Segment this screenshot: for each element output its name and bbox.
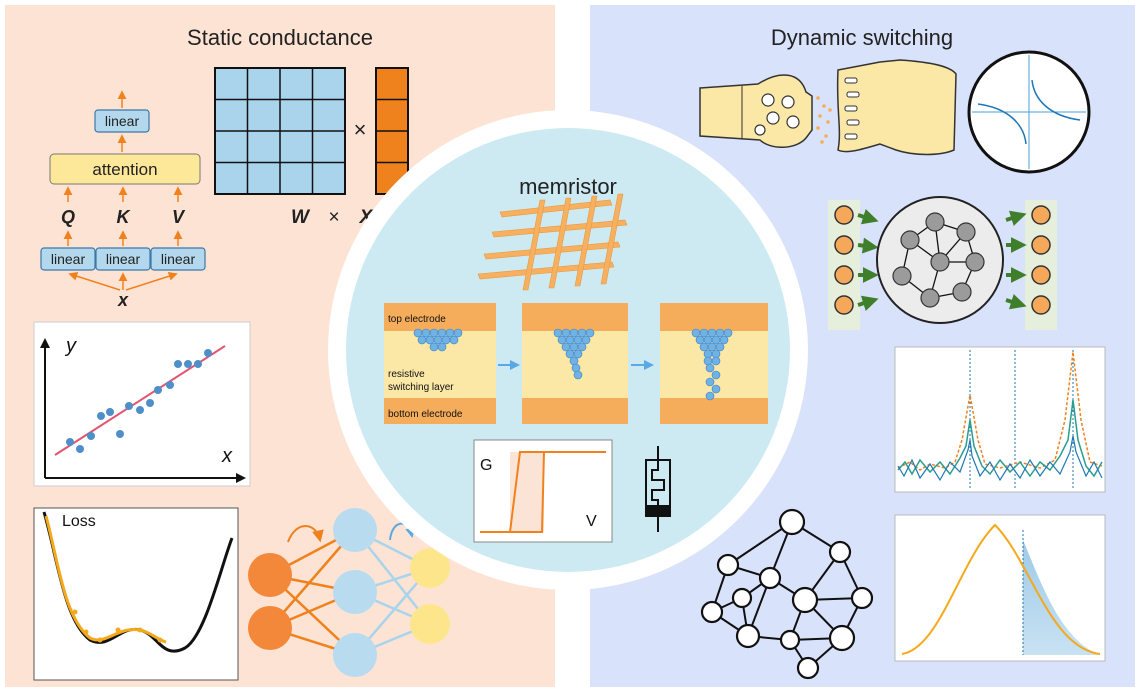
switching-label-2: switching layer (388, 382, 454, 393)
regression-plot: y x (33, 321, 251, 487)
linear-k-box (95, 247, 151, 271)
iv-hysteresis-plot: G V (473, 439, 613, 543)
device-stack-1: top electrode resistive switching layer … (384, 303, 496, 424)
synapse-illustration (699, 59, 957, 156)
input-x-label: x (117, 290, 129, 310)
matrix-vector-product: × W × X (214, 67, 409, 228)
gaussian-plot (894, 514, 1106, 662)
iv-v-label: V (586, 513, 597, 530)
linear-k-label: linear (106, 251, 141, 267)
reservoir-network (828, 196, 1057, 330)
v-label: V (172, 207, 186, 227)
graph-network (700, 508, 874, 680)
times-label: × (328, 207, 339, 228)
right-panel-title: Dynamic switching (771, 25, 953, 50)
loss-plot: Loss (33, 507, 239, 681)
memristor-symbol (645, 446, 671, 532)
linear-v-label: linear (161, 251, 196, 267)
bottom-electrode-label: bottom electrode (388, 409, 463, 420)
reg-y-label: y (64, 335, 77, 357)
neural-network (248, 508, 450, 677)
times-sign: × (354, 117, 367, 142)
iv-g-label: G (480, 457, 492, 474)
switching-label-1: resistive (388, 369, 425, 380)
linear-top-box (94, 109, 150, 133)
device-stack-3 (660, 303, 768, 424)
spike-plot (894, 346, 1106, 493)
k-label: K (117, 207, 132, 227)
linear-top-label: linear (105, 113, 140, 129)
linear-v-box (150, 247, 206, 271)
top-electrode-label: top electrode (388, 314, 446, 325)
q-label: Q (61, 207, 75, 227)
attention-label: attention (92, 160, 157, 179)
cusp-plot (967, 50, 1091, 174)
left-panel-title: Static conductance (187, 25, 373, 50)
linear-q-label: linear (51, 251, 86, 267)
crossbar-array (477, 193, 628, 291)
reg-x-label: x (221, 445, 233, 467)
device-stack-2 (522, 303, 628, 424)
w-label: W (291, 207, 311, 228)
data-points (66, 349, 212, 453)
attention-box (49, 153, 201, 185)
linear-q-box (40, 247, 96, 271)
memristor-title: memristor (519, 174, 617, 199)
loss-label: Loss (62, 513, 96, 530)
transformer-diagram: linear attention Q K V linear linear lin… (40, 90, 206, 310)
